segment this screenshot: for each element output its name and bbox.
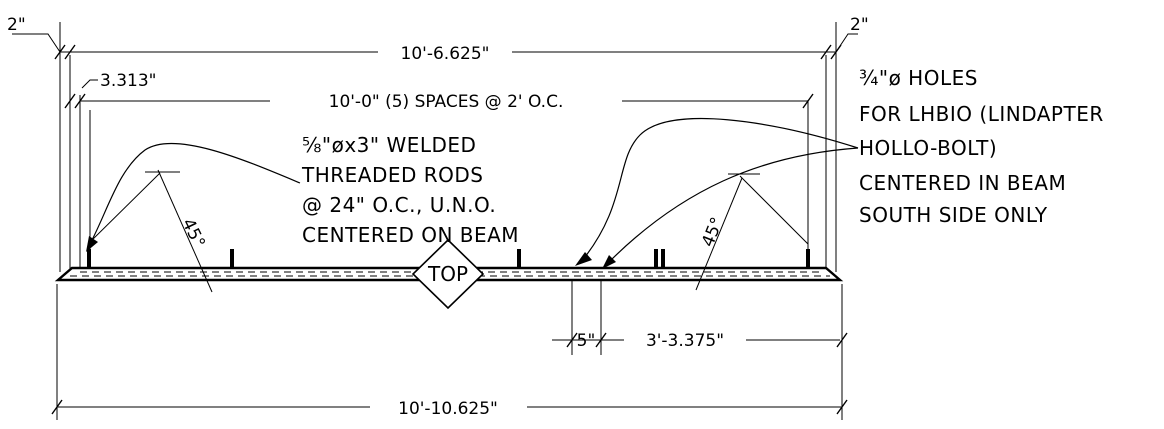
dim-spacing: 10'-0" (5) SPACES @ 2' O.C. (80, 92, 814, 112)
top-marker: TOP (411, 238, 485, 310)
note-rods-line: THREADED RODS (301, 163, 484, 187)
note-rods-line: ⅝"øx3" WELDED (302, 133, 476, 157)
dim-edge-offset: 3.313" (64, 71, 157, 109)
threaded-rod (661, 249, 665, 268)
dim-overall-bottom: 10'-10.625" (51, 399, 848, 419)
note-rods-line: CENTERED ON BEAM (302, 223, 519, 247)
note-holes-line: HOLLO-BOLT) (859, 136, 997, 160)
leader-rods (86, 142, 301, 252)
note-holes-line: FOR LHBIO (LINDAPTER (859, 102, 1104, 126)
threaded-rod (230, 249, 234, 268)
dim-overall-top-label: 10'-6.625" (401, 44, 490, 64)
threaded-rod (806, 249, 810, 268)
angle-left-label: 45° (178, 215, 209, 251)
top-marker-label: TOP (427, 262, 468, 286)
leader-holes (575, 117, 859, 269)
note-rods-line: @ 24" O.C., U.N.O. (302, 193, 496, 217)
note-rods: ⅝"øx3" WELDED THREADED RODS @ 24" O.C., … (301, 133, 519, 247)
note-holes-line: CENTERED IN BEAM (859, 171, 1066, 195)
threaded-rod (517, 249, 521, 268)
threaded-rod (654, 249, 658, 268)
dim-edge-offset-label: 3.313" (100, 71, 157, 91)
angle-right-label: 45° (698, 214, 728, 249)
note-holes: ¾"ø HOLES FOR LHBIO (LINDAPTER HOLLO-BOL… (859, 66, 1104, 227)
dim-overall-top: 10'-6.625" (60, 44, 836, 64)
dim-end-left-label: 2" (7, 15, 26, 35)
dim-hole-offsets: 5" 3'-3.375" (552, 330, 848, 351)
dim-end-right-label: 2" (850, 15, 869, 35)
extension-lines (56, 22, 843, 420)
dim-hole-spacing-label: 3'-3.375" (646, 331, 724, 351)
note-holes-line: SOUTH SIDE ONLY (859, 203, 1048, 227)
dim-overall-bottom-label: 10'-10.625" (398, 399, 498, 419)
dim-hole-offset-label: 5" (577, 331, 596, 351)
note-holes-line: ¾"ø HOLES (859, 66, 978, 90)
dim-spacing-label: 10'-0" (5) SPACES @ 2' O.C. (329, 92, 564, 112)
threaded-rods (87, 249, 810, 268)
threaded-rod (87, 249, 91, 268)
